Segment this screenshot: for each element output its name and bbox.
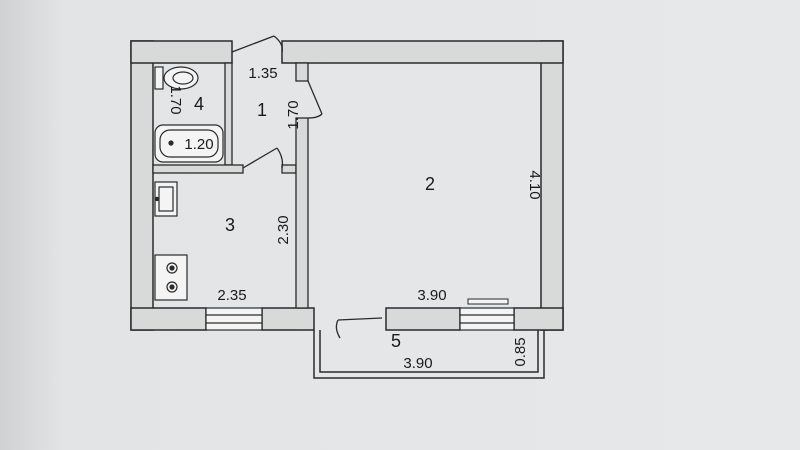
dim-living-depth: 4.10 (526, 170, 543, 199)
dim-hall-depth: 1.70 (285, 100, 302, 129)
dim-bath-width: 1.20 (184, 136, 213, 153)
dim-hall-width: 1.35 (248, 65, 277, 82)
radiator-icon (467, 298, 509, 305)
doors (231, 35, 383, 339)
sink-icon (154, 181, 178, 217)
dim-kitchen-width: 2.35 (217, 287, 246, 304)
room-number-living: 2 (425, 174, 435, 194)
room-number-kitchen: 3 (225, 215, 235, 235)
toilet-icon (154, 66, 199, 90)
dim-living-width: 3.90 (417, 287, 446, 304)
room-number-balcony: 5 (391, 331, 401, 351)
dim-balcony-width: 3.90 (403, 355, 432, 372)
room-number-hall: 1 (257, 100, 267, 120)
dim-bath-depth: 1.70 (167, 85, 184, 114)
stove-icon (154, 254, 188, 301)
interior-walls (152, 62, 309, 309)
bathtub-icon (154, 124, 224, 163)
balcony (313, 330, 545, 379)
dim-balcony-depth: 0.85 (512, 337, 529, 366)
room-number-bathroom: 4 (194, 94, 204, 114)
windows (205, 307, 515, 331)
dim-kitchen-depth: 2.30 (275, 215, 292, 244)
